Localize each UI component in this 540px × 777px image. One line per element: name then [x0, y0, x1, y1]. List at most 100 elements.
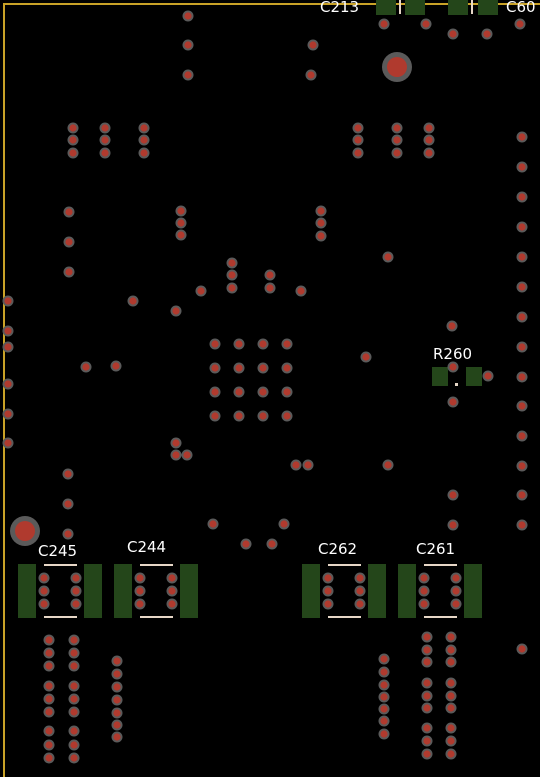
- via: [445, 702, 457, 714]
- pad: [18, 564, 36, 618]
- via: [226, 269, 238, 281]
- via: [421, 644, 433, 656]
- via: [62, 498, 74, 510]
- via: [134, 585, 146, 597]
- via: [391, 122, 403, 134]
- via: [43, 739, 55, 751]
- via: [110, 360, 122, 372]
- via: [111, 694, 123, 706]
- via: [281, 386, 293, 398]
- via: [378, 679, 390, 691]
- via: [166, 572, 178, 584]
- via: [257, 410, 269, 422]
- footprint-c213[interactable]: C213: [320, 0, 425, 16]
- via: [322, 572, 334, 584]
- via: [38, 598, 50, 610]
- via: [290, 459, 302, 471]
- via: [315, 217, 327, 229]
- via: [450, 598, 462, 610]
- via: [516, 519, 528, 531]
- via: [2, 325, 14, 337]
- via: [209, 338, 221, 350]
- footprint-c244[interactable]: C244: [114, 538, 198, 618]
- footprint-c60[interactable]: C60: [448, 0, 536, 16]
- via: [67, 147, 79, 159]
- footprint-c262[interactable]: C262: [302, 540, 386, 618]
- via: [352, 147, 364, 159]
- via: [209, 410, 221, 422]
- via: [352, 122, 364, 134]
- ref-label-r260: R260: [433, 345, 472, 363]
- via: [38, 585, 50, 597]
- via: [175, 217, 187, 229]
- large-via: [10, 516, 40, 546]
- via: [450, 585, 462, 597]
- via: [233, 410, 245, 422]
- via: [182, 69, 194, 81]
- pad: [180, 564, 198, 618]
- via: [111, 707, 123, 719]
- via: [421, 735, 433, 747]
- via: [516, 643, 528, 655]
- via: [378, 728, 390, 740]
- via: [421, 631, 433, 643]
- via: [111, 681, 123, 693]
- via: [138, 134, 150, 146]
- pad: [398, 564, 416, 618]
- via: [360, 351, 372, 363]
- via: [481, 28, 493, 40]
- via: [240, 538, 252, 550]
- via: [68, 706, 80, 718]
- via: [420, 18, 432, 30]
- via: [170, 305, 182, 317]
- via: [378, 653, 390, 665]
- footprint-r260[interactable]: R260: [432, 345, 482, 386]
- via: [423, 122, 435, 134]
- via: [482, 370, 494, 382]
- via: [99, 122, 111, 134]
- via: [111, 655, 123, 667]
- via: [181, 449, 193, 461]
- via: [378, 703, 390, 715]
- via: [38, 572, 50, 584]
- via: [421, 690, 433, 702]
- via: [352, 134, 364, 146]
- via: [43, 706, 55, 718]
- via: [516, 371, 528, 383]
- via: [68, 647, 80, 659]
- via: [446, 320, 458, 332]
- footprint-c261[interactable]: C261: [398, 540, 482, 618]
- via: [166, 598, 178, 610]
- via: [138, 122, 150, 134]
- via: [134, 572, 146, 584]
- via: [68, 739, 80, 751]
- via: [445, 748, 457, 760]
- pad: [114, 564, 132, 618]
- via: [67, 134, 79, 146]
- via: [70, 598, 82, 610]
- footprint-c245[interactable]: C245: [18, 542, 102, 618]
- via: [447, 28, 459, 40]
- via: [138, 147, 150, 159]
- pad: [478, 0, 498, 15]
- via: [257, 338, 269, 350]
- via: [68, 634, 80, 646]
- via: [423, 147, 435, 159]
- via: [207, 518, 219, 530]
- pad: [448, 0, 468, 15]
- via: [43, 647, 55, 659]
- via: [514, 18, 526, 30]
- via: [2, 295, 14, 307]
- via: [516, 489, 528, 501]
- via: [62, 468, 74, 480]
- via: [63, 236, 75, 248]
- via: [447, 519, 459, 531]
- via: [43, 752, 55, 764]
- via: [516, 221, 528, 233]
- via: [278, 518, 290, 530]
- via: [257, 386, 269, 398]
- via: [99, 147, 111, 159]
- via: [445, 677, 457, 689]
- via: [516, 311, 528, 323]
- via: [445, 735, 457, 747]
